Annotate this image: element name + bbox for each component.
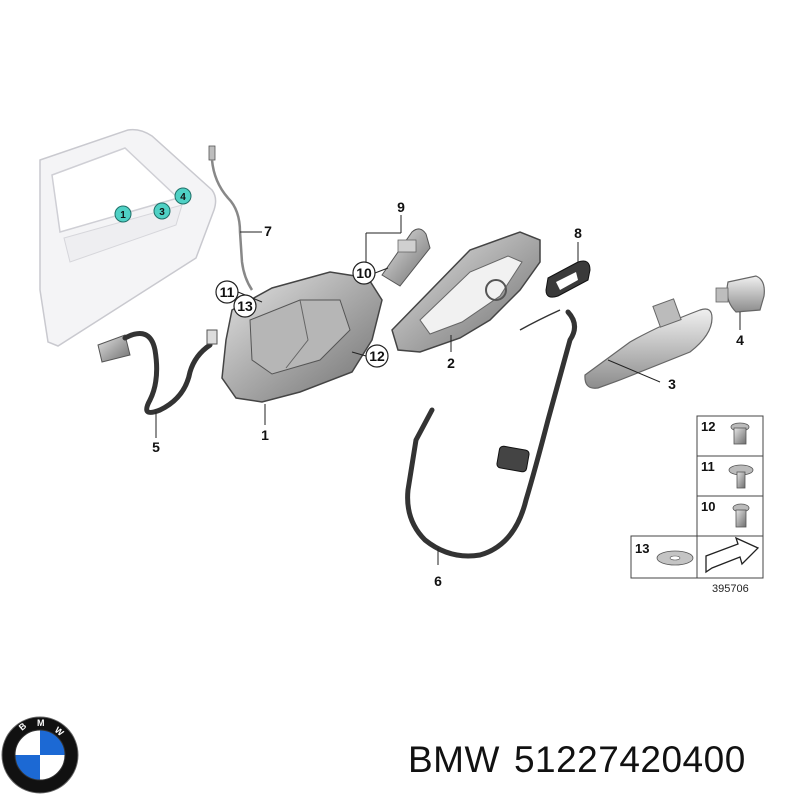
door-marker-4 (174, 187, 192, 205)
part-number: 51227420400 (513, 739, 746, 780)
logo-letter-m: M (37, 718, 45, 728)
callout-8: 8 (574, 225, 582, 241)
direction-arrow-icon (705, 536, 760, 574)
door-marker-1-label: 1 (120, 210, 126, 221)
part-3-outside-handle (584, 298, 713, 389)
circled-label-13: 13 (237, 298, 253, 314)
callout-3: 3 (668, 376, 676, 392)
reference-number: 395706 (712, 583, 749, 595)
part-8-seal (545, 242, 591, 298)
door-panel (39, 128, 217, 347)
door-marker-4-label: 4 (180, 192, 186, 203)
circled-labels: 10 11 12 13 (215, 261, 389, 368)
door-marker-3-label: 3 (159, 207, 165, 218)
part-7-rod (208, 145, 262, 291)
clip-12-icon (730, 422, 750, 445)
hardware-legend: 12 11 10 13 395706 (630, 415, 764, 595)
brand-part-line: BMW 51227420400 (408, 739, 760, 781)
callout-numbers: 1 2 3 4 5 6 7 8 9 (152, 199, 744, 589)
screw-10-icon (732, 503, 750, 528)
callout-6: 6 (434, 573, 442, 589)
door-marker-1 (114, 205, 132, 223)
legend-row-10: 10 (701, 499, 715, 514)
callout-5: 5 (152, 439, 160, 455)
part-9-striker (365, 215, 431, 287)
circled-label-11: 11 (220, 284, 235, 300)
brand-name: BMW (408, 739, 500, 780)
screw-11-icon (728, 464, 754, 489)
circled-label-12: 12 (369, 348, 385, 364)
part-5-harness (97, 329, 218, 438)
circled-label-10: 10 (356, 265, 372, 281)
callout-7: 7 (264, 223, 272, 239)
logo-letter-b: B (17, 720, 29, 732)
part-1-lock-actuator (221, 271, 383, 425)
door-markers: 1 3 4 (114, 187, 192, 223)
callout-4: 4 (736, 332, 744, 348)
callout-1: 1 (261, 427, 269, 443)
callout-9: 9 (397, 199, 405, 215)
part-4-lock-cap (715, 275, 765, 330)
legend-row-12: 12 (701, 419, 715, 434)
callout-2: 2 (447, 355, 455, 371)
part-6-cable (405, 309, 577, 565)
legend-row-11: 11 (701, 459, 715, 474)
bmw-logo: B M W (1, 716, 79, 794)
legend-row-13: 13 (635, 541, 649, 556)
washer-13-icon (656, 550, 694, 566)
part-2-handle-carrier (391, 231, 561, 353)
door-marker-3 (153, 202, 171, 220)
